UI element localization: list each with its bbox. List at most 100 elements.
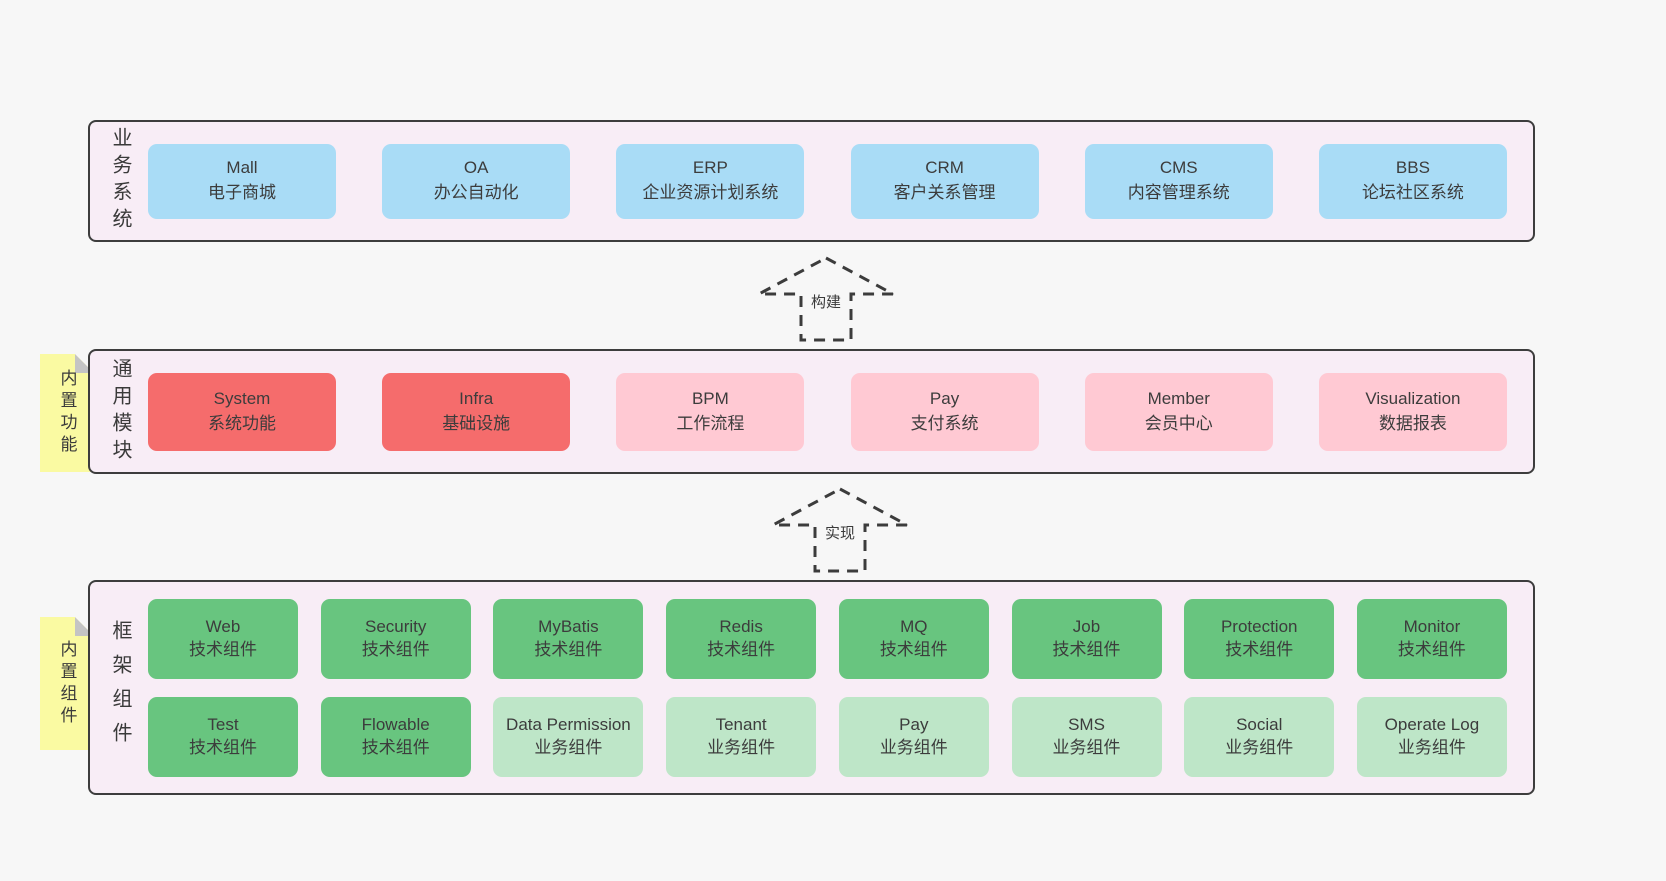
box-mall: Mall 电子商城: [148, 143, 336, 219]
arrow-label: 构建: [807, 291, 845, 312]
box-bpm: BPM 工作流程: [616, 372, 805, 451]
implement-arrow: 实现: [770, 486, 910, 574]
box-crm: CRM 客户关系管理: [850, 143, 1039, 219]
box-name: Member: [1147, 388, 1210, 408]
box-name: MQ: [900, 616, 928, 636]
box-name: Data Permission: [506, 714, 631, 734]
box-test: Test 技术组件: [148, 696, 298, 777]
box-name: Redis: [719, 616, 763, 636]
box-desc: 业务组件: [1397, 737, 1466, 757]
box-mybatis: MyBatis 技术组件: [493, 598, 644, 679]
box-desc: 业务组件: [879, 737, 948, 757]
box-desc: 业务组件: [1225, 737, 1294, 757]
box-tenant: Tenant 业务组件: [666, 696, 817, 777]
box-erp: ERP 企业资源计划系统: [616, 143, 805, 219]
box-desc: 业务组件: [1052, 737, 1121, 757]
note-text: 内置组件: [57, 639, 77, 728]
box-desc: 系统功能: [208, 413, 276, 433]
box-infra: Infra 基础设施: [382, 372, 571, 451]
box-name: OA: [463, 158, 489, 178]
box-desc: 电子商城: [208, 183, 276, 202]
box-name: Test: [207, 714, 239, 734]
box-desc: 支付系统: [910, 413, 979, 433]
up-arrow-icon: [758, 256, 894, 342]
up-arrow-icon: [772, 487, 908, 573]
framework-row-2: Test 技术组件 Flowable 技术组件 Data Permission …: [148, 696, 1507, 777]
box-security: Security 技术组件: [320, 598, 471, 679]
box-desc: 数据报表: [1378, 413, 1447, 433]
box-desc: 业务组件: [707, 737, 776, 757]
box-pay: Pay 支付系统: [850, 372, 1039, 451]
box-desc: 技术组件: [189, 639, 257, 659]
box-name: Tenant: [715, 714, 767, 734]
box-name: Visualization: [1365, 388, 1461, 408]
box-desc: 技术组件: [1225, 639, 1294, 659]
box-name: SMS: [1068, 714, 1105, 734]
box-desc: 基础设施: [442, 413, 511, 433]
box-member: Member 会员中心: [1084, 372, 1273, 451]
build-arrow: 构建: [756, 255, 896, 343]
framework-components-layer: 框架组件 Web 技术组件 Security 技术组件 MyBatis 技术组件…: [88, 580, 1535, 795]
box-monitor: Monitor 技术组件: [1356, 598, 1507, 679]
box-name: Security: [364, 616, 427, 636]
box-pay-biz: Pay 业务组件: [838, 696, 989, 777]
box-desc: 客户关系管理: [893, 183, 996, 202]
built-in-functions-note: 内置功能: [40, 354, 94, 472]
box-job: Job 技术组件: [1011, 598, 1162, 679]
box-operate-log: Operate Log 业务组件: [1356, 696, 1507, 777]
box-data-permission: Data Permission 业务组件: [493, 696, 644, 777]
box-desc: 技术组件: [1052, 639, 1121, 659]
business-systems-layer: 业务系统 Mall 电子商城 OA 办公自动化 ERP 企业资源计划系统 CRM…: [88, 120, 1535, 242]
box-visualization: Visualization 数据报表: [1318, 372, 1507, 451]
common-modules-layer: 通用模块 System 系统功能 Infra 基础设施 BPM 工作流程 Pay…: [88, 349, 1535, 474]
box-name: Pay: [899, 714, 929, 734]
framework-row-1: Web 技术组件 Security 技术组件 MyBatis 技术组件 Redi…: [148, 598, 1507, 679]
box-redis: Redis 技术组件: [666, 598, 817, 679]
box-desc: 内容管理系统: [1127, 183, 1230, 202]
box-desc: 技术组件: [361, 639, 430, 659]
box-name: CRM: [925, 158, 964, 178]
box-desc: 办公自动化: [433, 183, 519, 202]
note-text: 内置功能: [57, 369, 77, 457]
module-layer-label: 通用模块: [109, 357, 131, 466]
box-desc: 会员中心: [1144, 413, 1213, 433]
box-protection: Protection 技术组件: [1184, 598, 1335, 679]
box-social: Social 业务组件: [1184, 696, 1335, 777]
box-name: System: [213, 388, 271, 408]
box-name: Web: [205, 616, 241, 636]
box-name: BPM: [691, 388, 729, 408]
framework-boxes-rows: Web 技术组件 Security 技术组件 MyBatis 技术组件 Redi…: [148, 582, 1507, 793]
box-name: Job: [1072, 616, 1101, 636]
built-in-components-note: 内置组件: [40, 617, 94, 750]
box-name: Mall: [226, 158, 258, 178]
module-boxes-row: System 系统功能 Infra 基础设施 BPM 工作流程 Pay 支付系统…: [148, 351, 1507, 472]
box-web: Web 技术组件: [148, 598, 298, 679]
business-layer-label: 业务系统: [109, 127, 131, 235]
box-name: MyBatis: [538, 616, 599, 636]
box-desc: 技术组件: [1397, 639, 1466, 659]
box-name: Protection: [1220, 616, 1298, 636]
box-desc: 技术组件: [879, 639, 948, 659]
box-mq: MQ 技术组件: [838, 598, 989, 679]
box-desc: 技术组件: [361, 737, 430, 757]
box-desc: 企业资源计划系统: [642, 183, 779, 202]
box-name: Social: [1236, 714, 1283, 734]
box-desc: 论坛社区系统: [1361, 183, 1464, 202]
box-desc: 技术组件: [534, 639, 603, 659]
box-oa: OA 办公自动化: [382, 143, 571, 219]
box-name: ERP: [692, 158, 728, 178]
box-desc: 业务组件: [534, 737, 603, 757]
box-bbs: BBS 论坛社区系统: [1318, 143, 1507, 219]
framework-layer-label: 框架组件: [109, 619, 131, 756]
box-name: Monitor: [1403, 616, 1461, 636]
box-name: BBS: [1395, 158, 1430, 178]
box-cms: CMS 内容管理系统: [1084, 143, 1273, 219]
box-sms: SMS 业务组件: [1011, 696, 1162, 777]
box-flowable: Flowable 技术组件: [320, 696, 471, 777]
box-name: Pay: [929, 388, 960, 408]
arrow-label: 实现: [821, 522, 859, 543]
box-name: Operate Log: [1384, 714, 1480, 734]
box-name: Infra: [459, 388, 494, 408]
business-boxes-row: Mall 电子商城 OA 办公自动化 ERP 企业资源计划系统 CRM 客户关系…: [148, 122, 1507, 240]
